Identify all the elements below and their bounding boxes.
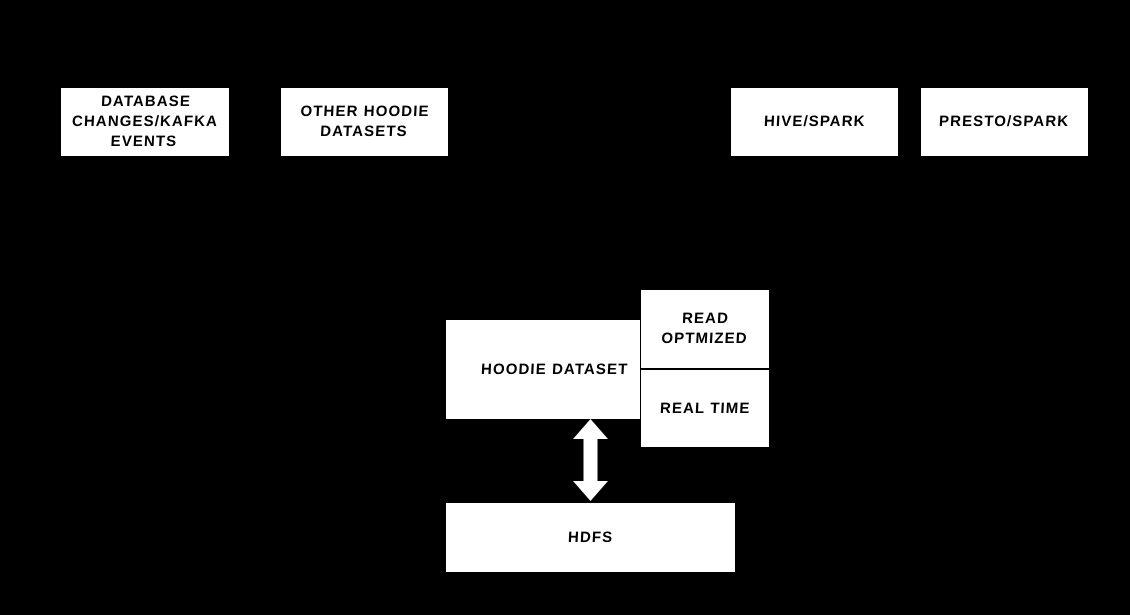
double-headed-vertical-arrow-icon [573, 419, 608, 501]
node-hoodie-dataset[interactable]: HOODIE DATASET [446, 320, 640, 419]
node-label: READ OPTMIZED [660, 310, 749, 347]
node-other-hoodie-datasets[interactable]: OTHER HOODIE DATASETS [281, 88, 448, 156]
node-label: OTHER HOODIE DATASETS [300, 103, 431, 140]
node-presto-spark[interactable]: PRESTO/SPARK [921, 88, 1088, 156]
node-label: HIVE/SPARK [763, 113, 866, 131]
node-label: HOODIE DATASET [480, 360, 629, 378]
node-read-optimized-view[interactable]: READ OPTMIZED [641, 290, 769, 370]
node-database-changes-kafka-events[interactable]: DATABASE CHANGES/KAFKA EVENTS [61, 88, 229, 156]
node-real-time-view[interactable]: REAL TIME [641, 370, 769, 447]
node-label: REAL TIME [659, 399, 751, 417]
node-hive-spark[interactable]: HIVE/SPARK [731, 88, 898, 156]
views-stack: READ OPTMIZED REAL TIME [641, 290, 769, 447]
node-label: PRESTO/SPARK [938, 113, 1071, 131]
node-label: DATABASE CHANGES/KAFKA EVENTS [71, 93, 219, 150]
node-hdfs[interactable]: HDFS [446, 503, 735, 572]
node-label: HDFS [567, 528, 614, 546]
